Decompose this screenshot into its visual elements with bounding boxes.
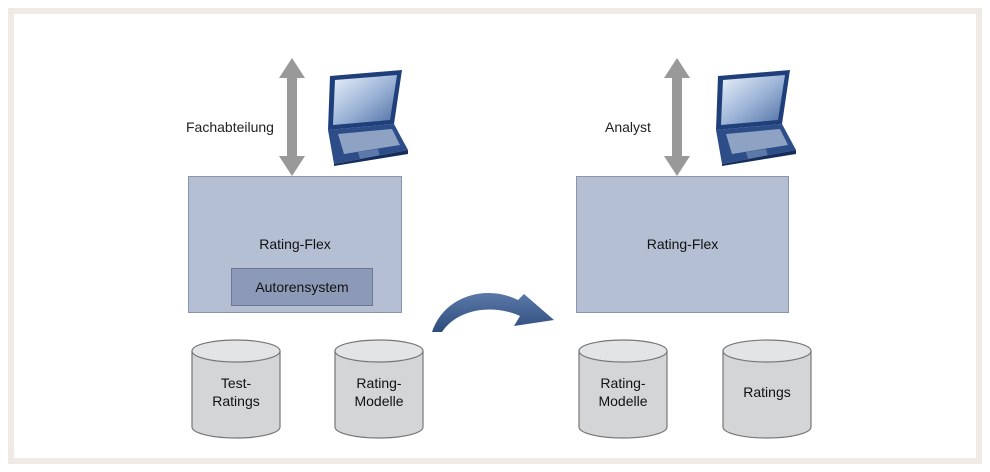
role-label-analyst: Analyst [605, 119, 651, 135]
rating-flex-system-right: Rating-Flex [576, 176, 789, 313]
laptop-icon [328, 70, 408, 166]
diagram-frame [8, 8, 982, 464]
database-label: Rating-Modelle [598, 375, 648, 409]
database-label: Ratings [743, 384, 791, 400]
database-ratings: Ratings [722, 339, 812, 444]
database-rating-modelle-left: Rating-Modelle [334, 339, 424, 444]
database-icon [191, 339, 281, 439]
role-label-fachabteilung: Fachabteilung [186, 119, 274, 135]
rating-flex-system-left: Rating-Flex Autorensystem [188, 176, 402, 313]
database-label: Rating-Modelle [354, 375, 404, 409]
system-title: Rating-Flex [259, 236, 331, 252]
double-arrow-icon [664, 58, 690, 176]
system-title: Rating-Flex [646, 236, 719, 252]
database-test-ratings: Test-Ratings [191, 339, 281, 444]
curved-arrow-icon [432, 293, 554, 332]
laptop-icon [716, 70, 796, 166]
database-rating-modelle-right: Rating-Modelle [578, 339, 668, 444]
database-icon [722, 339, 812, 439]
database-label: Test-Ratings [212, 375, 260, 409]
autorensystem-box: Autorensystem [231, 268, 373, 306]
subsystem-label: Autorensystem [255, 279, 349, 295]
database-icon [578, 339, 668, 439]
double-arrow-icon [279, 58, 305, 176]
database-icon [334, 339, 424, 439]
